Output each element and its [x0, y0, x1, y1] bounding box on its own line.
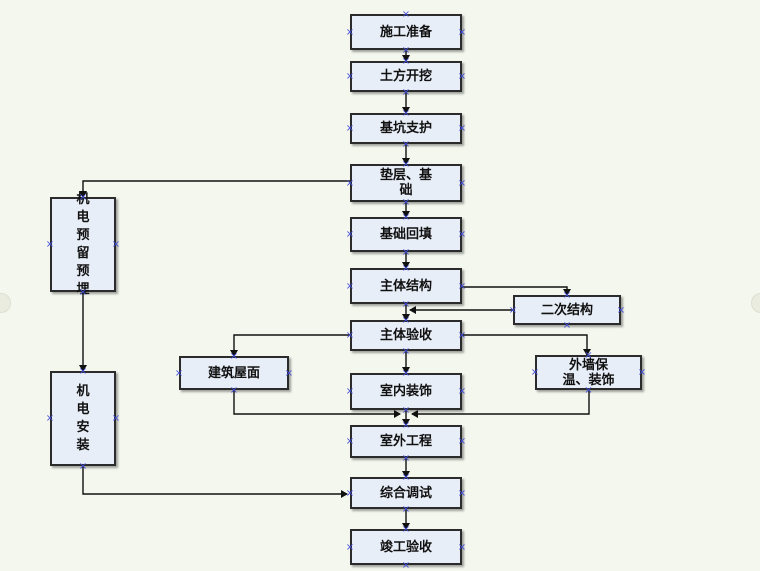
edge-n4-n15 — [79, 180, 350, 198]
node-exterior-insulation: 外墙保 温、装饰 — [535, 355, 642, 390]
node-main-acceptance: 主体验收 — [350, 320, 462, 351]
node-main-structure: 主体结构 — [350, 268, 462, 304]
node-construction-prep: 施工准备 — [350, 14, 462, 50]
node-outdoor-works: 室外工程 — [350, 425, 462, 458]
node-pit-support: 基坑支护 — [350, 113, 462, 144]
node-cushion-foundation: 垫层、基 础 — [350, 164, 462, 202]
edge-n11-merge — [411, 390, 590, 418]
node-secondary-structure: 二次结构 — [513, 295, 621, 325]
edge-n8-n11 — [461, 334, 591, 356]
node-completion-acceptance: 竣工验收 — [350, 529, 462, 565]
edge-n16-n13 — [82, 466, 348, 498]
edge-n6-n7 — [461, 286, 571, 296]
node-roofing: 建筑屋面 — [179, 356, 289, 390]
node-earth-excavation: 土方开挖 — [350, 61, 462, 92]
edge-n9-merge — [233, 390, 401, 418]
node-foundation-backfill: 基础回填 — [350, 217, 462, 252]
node-mep-embedding: 机 电 预 留 预 埋 — [50, 192, 116, 297]
node-interior-decoration: 室内装饰 — [350, 373, 462, 410]
node-commissioning: 综合调试 — [350, 477, 462, 509]
edge-n8-n9 — [230, 334, 350, 357]
node-mep-installation: 机 电 安 装 — [50, 371, 116, 466]
